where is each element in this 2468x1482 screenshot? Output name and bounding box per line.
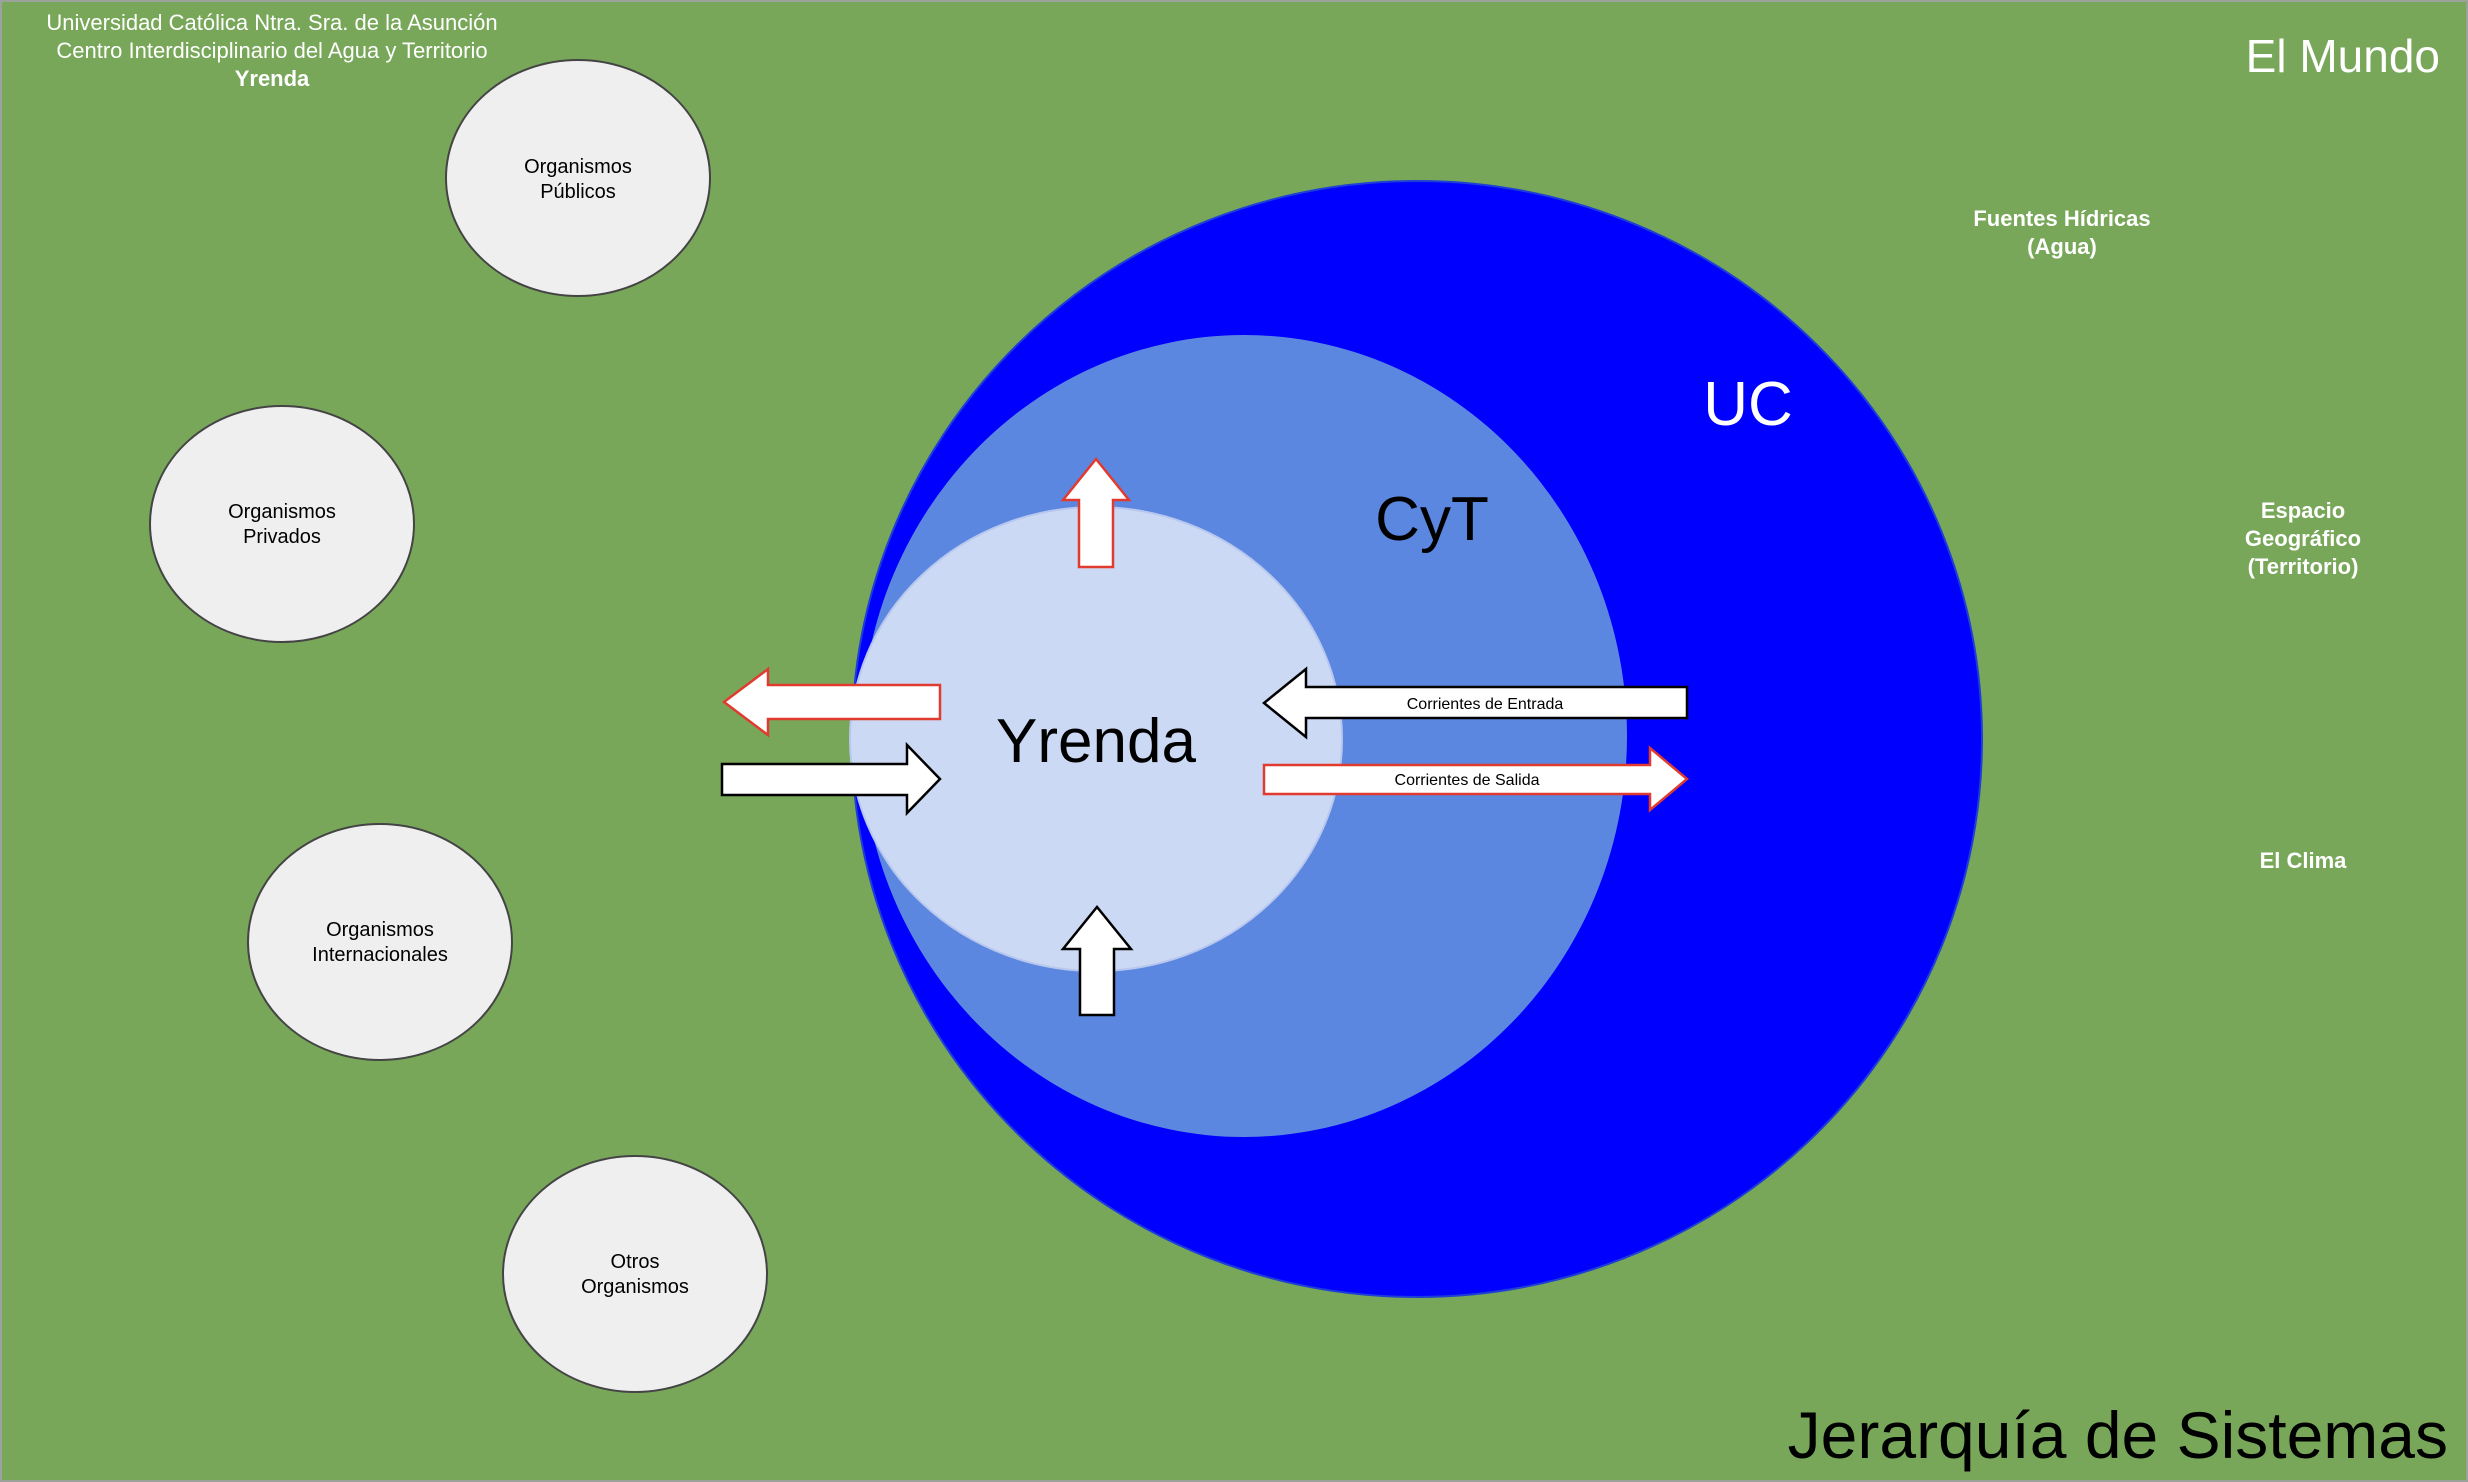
organism-internacionales-line2: Internacionales <box>312 944 448 966</box>
cyt-label: CyT <box>1375 485 1489 554</box>
arrow-up-output <box>1060 457 1132 569</box>
uc-label: UC <box>1703 370 1793 439</box>
arrow-up-input <box>1060 905 1134 1017</box>
organism-internacionales: Organismos Internacionales <box>247 823 513 1061</box>
label-corrientes-entrada: Corrientes de Entrada <box>1407 696 1564 713</box>
organism-privados: Organismos Privados <box>149 405 415 643</box>
header-center: Centro Interdisciplinario del Agua y Ter… <box>56 38 487 63</box>
organism-otros-line1: Otros <box>611 1251 660 1273</box>
label-clima: El Clima <box>2260 848 2348 873</box>
header-university: Universidad Católica Ntra. Sra. de la As… <box>46 10 497 35</box>
arrow-outflow-left <box>721 666 942 738</box>
label-agua: (Agua) <box>2027 234 2097 259</box>
organism-publicos-line2: Públicos <box>540 181 616 203</box>
arrow-corrientes-entrada: Corrientes de Entrada <box>1262 666 1689 740</box>
label-fuentes-hidricas: Fuentes Hídricas <box>1973 206 2150 231</box>
organism-privados-line2: Privados <box>243 526 321 548</box>
organism-otros-line2: Organismos <box>581 1276 689 1298</box>
arrow-corrientes-salida: Corrientes de Salida <box>1262 745 1689 813</box>
header-project: Yrenda <box>235 66 310 91</box>
yrenda-label: Yrenda <box>996 707 1196 776</box>
label-espacio: Espacio <box>2261 498 2345 523</box>
label-geografico: Geográfico <box>2245 526 2361 551</box>
diagram-title: Jerarquía de Sistemas <box>1788 1398 2448 1472</box>
organism-privados-line1: Organismos <box>228 501 336 523</box>
world-label: El Mundo <box>2246 30 2440 82</box>
organism-internacionales-line1: Organismos <box>326 919 434 941</box>
organism-publicos-line1: Organismos <box>524 156 632 178</box>
organism-publicos: Organismos Públicos <box>445 59 711 297</box>
label-corrientes-salida: Corrientes de Salida <box>1395 772 1540 789</box>
label-territorio: (Territorio) <box>2248 554 2359 579</box>
arrow-inflow-left <box>720 741 942 817</box>
organism-otros: Otros Organismos <box>502 1155 768 1393</box>
